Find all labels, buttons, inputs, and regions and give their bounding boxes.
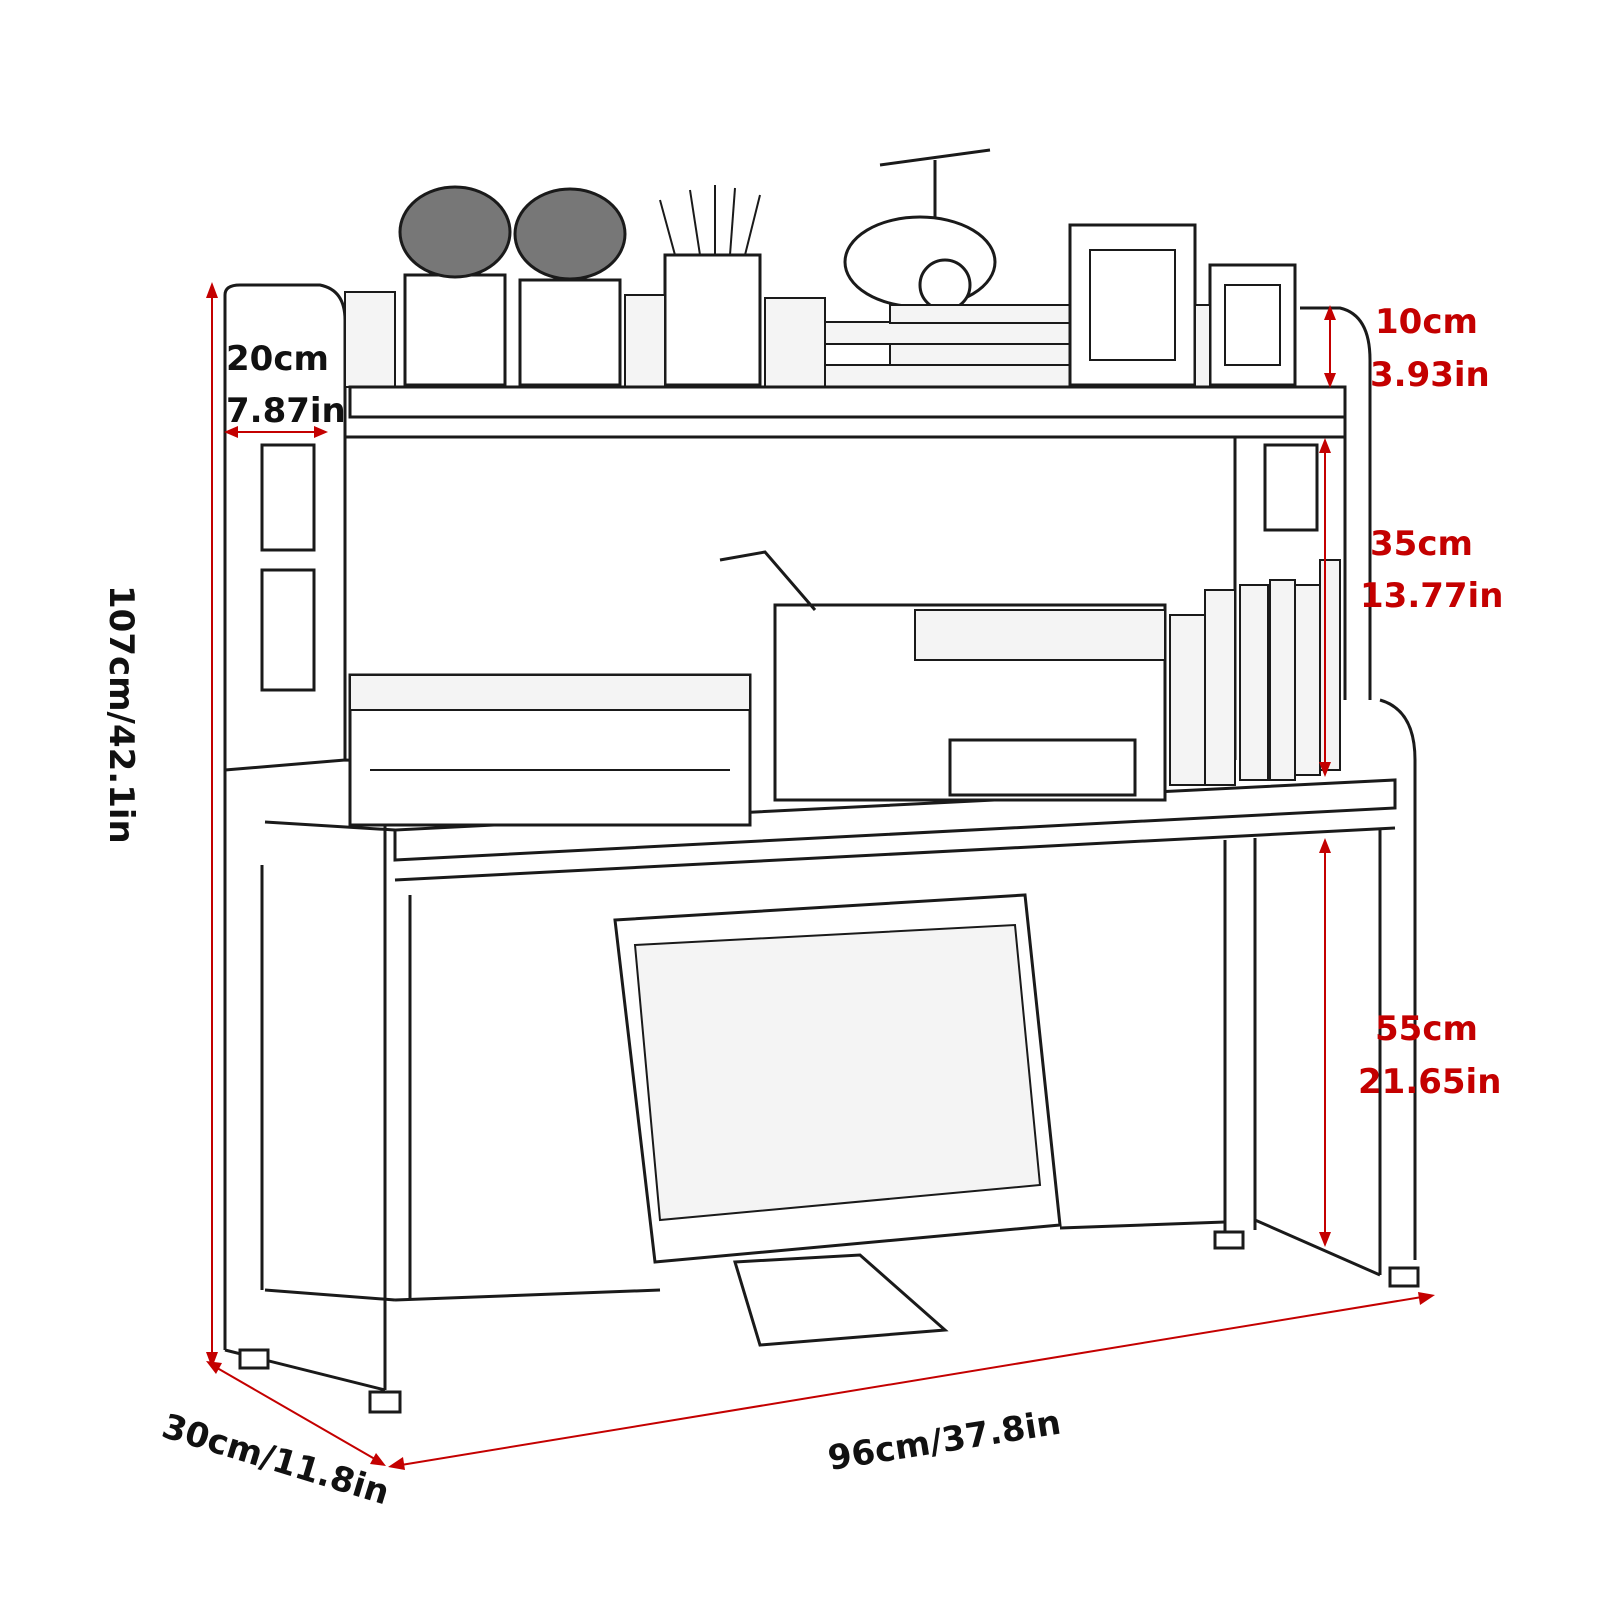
dim-arrow-depth: [206, 1361, 386, 1466]
photo-frame-large: [1068, 223, 1197, 387]
middle-shelf-in-label: 13.77in: [1360, 576, 1503, 616]
dim-arrow-bottom-clearance: [1319, 838, 1331, 1247]
toy-helicopter: [843, 148, 997, 312]
plant-pot-right: [513, 187, 627, 387]
dim-arrow-total-height: [206, 282, 218, 1368]
book-row-middle: [1169, 559, 1341, 786]
monitor: [613, 893, 1062, 1347]
plant-pot-left: [398, 185, 512, 387]
printer-small: [348, 673, 752, 827]
side-depth-cm-label: 20cm: [226, 339, 329, 379]
top-rail-cm-label: 10cm: [1375, 302, 1478, 342]
depth-label: 30cm/11.8in: [157, 1406, 393, 1513]
total-height-label: 107cm/42.1in: [101, 585, 141, 844]
photo-frame-small: [1208, 263, 1297, 387]
bottom-clearance-cm-label: 55cm: [1375, 1009, 1478, 1049]
dim-arrow-side-depth: [224, 426, 328, 438]
pencil-cup: [659, 185, 762, 387]
dim-arrow-middle-shelf: [1319, 438, 1331, 777]
middle-shelf-cm-label: 35cm: [1370, 524, 1473, 564]
width-label: 96cm/37.8in: [825, 1403, 1063, 1479]
bottom-clearance-in-label: 21.65in: [1358, 1062, 1501, 1102]
top-rail-in-label: 3.93in: [1370, 355, 1490, 395]
book-stack-top: [814, 304, 1076, 388]
dim-arrow-width: [388, 1292, 1435, 1470]
printer-large: [719, 550, 1167, 802]
side-depth-in-label: 7.87in: [226, 391, 346, 431]
dim-arrow-top-rail: [1324, 305, 1336, 388]
